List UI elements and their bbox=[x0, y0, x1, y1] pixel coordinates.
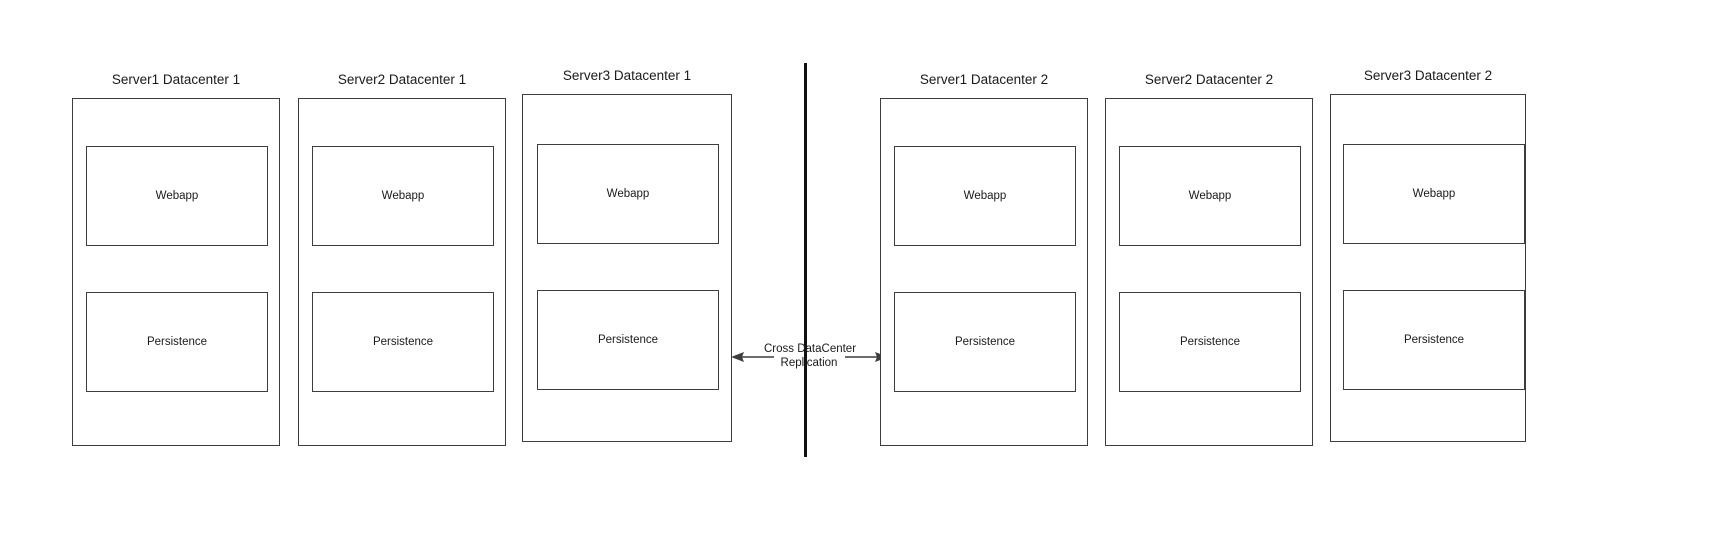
server-column-dc2-server3[interactable]: Server3 Datacenter 2 Webapp Persistence bbox=[1330, 68, 1526, 442]
replication-line-2: Replication bbox=[780, 357, 838, 369]
component-label: Persistence bbox=[954, 336, 1016, 348]
component-webapp[interactable]: Webapp bbox=[1119, 146, 1301, 246]
server-title: Server2 Datacenter 1 bbox=[337, 72, 467, 87]
server-title: Server1 Datacenter 1 bbox=[111, 72, 241, 87]
component-label: Webapp bbox=[1412, 188, 1456, 200]
component-webapp[interactable]: Webapp bbox=[86, 146, 268, 246]
server-column-dc1-server3[interactable]: Server3 Datacenter 1 Webapp Persistence bbox=[522, 68, 732, 442]
server-column-dc1-server1[interactable]: Server1 Datacenter 1 Webapp Persistence bbox=[72, 72, 280, 446]
component-label: Webapp bbox=[606, 188, 650, 200]
datacenter-divider bbox=[804, 63, 807, 457]
component-persistence[interactable]: Persistence bbox=[894, 292, 1076, 392]
component-webapp[interactable]: Webapp bbox=[894, 146, 1076, 246]
cross-datacenter-replication: Cross DataCenter Replication bbox=[728, 340, 888, 380]
component-persistence[interactable]: Persistence bbox=[1343, 290, 1525, 390]
server-column-dc2-server1[interactable]: Server1 Datacenter 2 Webapp Persistence bbox=[880, 72, 1088, 446]
replication-line-1: Cross DataCenter bbox=[764, 343, 857, 355]
component-persistence[interactable]: Persistence bbox=[86, 292, 268, 392]
server-title: Server1 Datacenter 2 bbox=[919, 72, 1049, 87]
component-webapp[interactable]: Webapp bbox=[312, 146, 494, 246]
arrow-left-icon bbox=[731, 352, 774, 362]
component-webapp[interactable]: Webapp bbox=[1343, 144, 1525, 244]
component-label: Persistence bbox=[372, 336, 434, 348]
component-label: Persistence bbox=[1403, 334, 1465, 346]
component-label: Webapp bbox=[155, 190, 199, 202]
server-column-dc2-server2[interactable]: Server2 Datacenter 2 Webapp Persistence bbox=[1105, 72, 1313, 446]
component-label: Persistence bbox=[1179, 336, 1241, 348]
server-column-dc1-server2[interactable]: Server2 Datacenter 1 Webapp Persistence bbox=[298, 72, 506, 446]
component-persistence[interactable]: Persistence bbox=[1119, 292, 1301, 392]
component-label: Webapp bbox=[963, 190, 1007, 202]
replication-label-text: Cross DataCenter Replication bbox=[764, 342, 857, 370]
component-label: Webapp bbox=[1188, 190, 1232, 202]
component-webapp[interactable]: Webapp bbox=[537, 144, 719, 244]
component-label: Persistence bbox=[146, 336, 208, 348]
server-title: Server3 Datacenter 2 bbox=[1363, 68, 1493, 83]
server-title: Server2 Datacenter 2 bbox=[1144, 72, 1274, 87]
component-label: Webapp bbox=[381, 190, 425, 202]
component-persistence[interactable]: Persistence bbox=[537, 290, 719, 390]
server-title: Server3 Datacenter 1 bbox=[562, 68, 692, 83]
component-label: Persistence bbox=[597, 334, 659, 346]
component-persistence[interactable]: Persistence bbox=[312, 292, 494, 392]
